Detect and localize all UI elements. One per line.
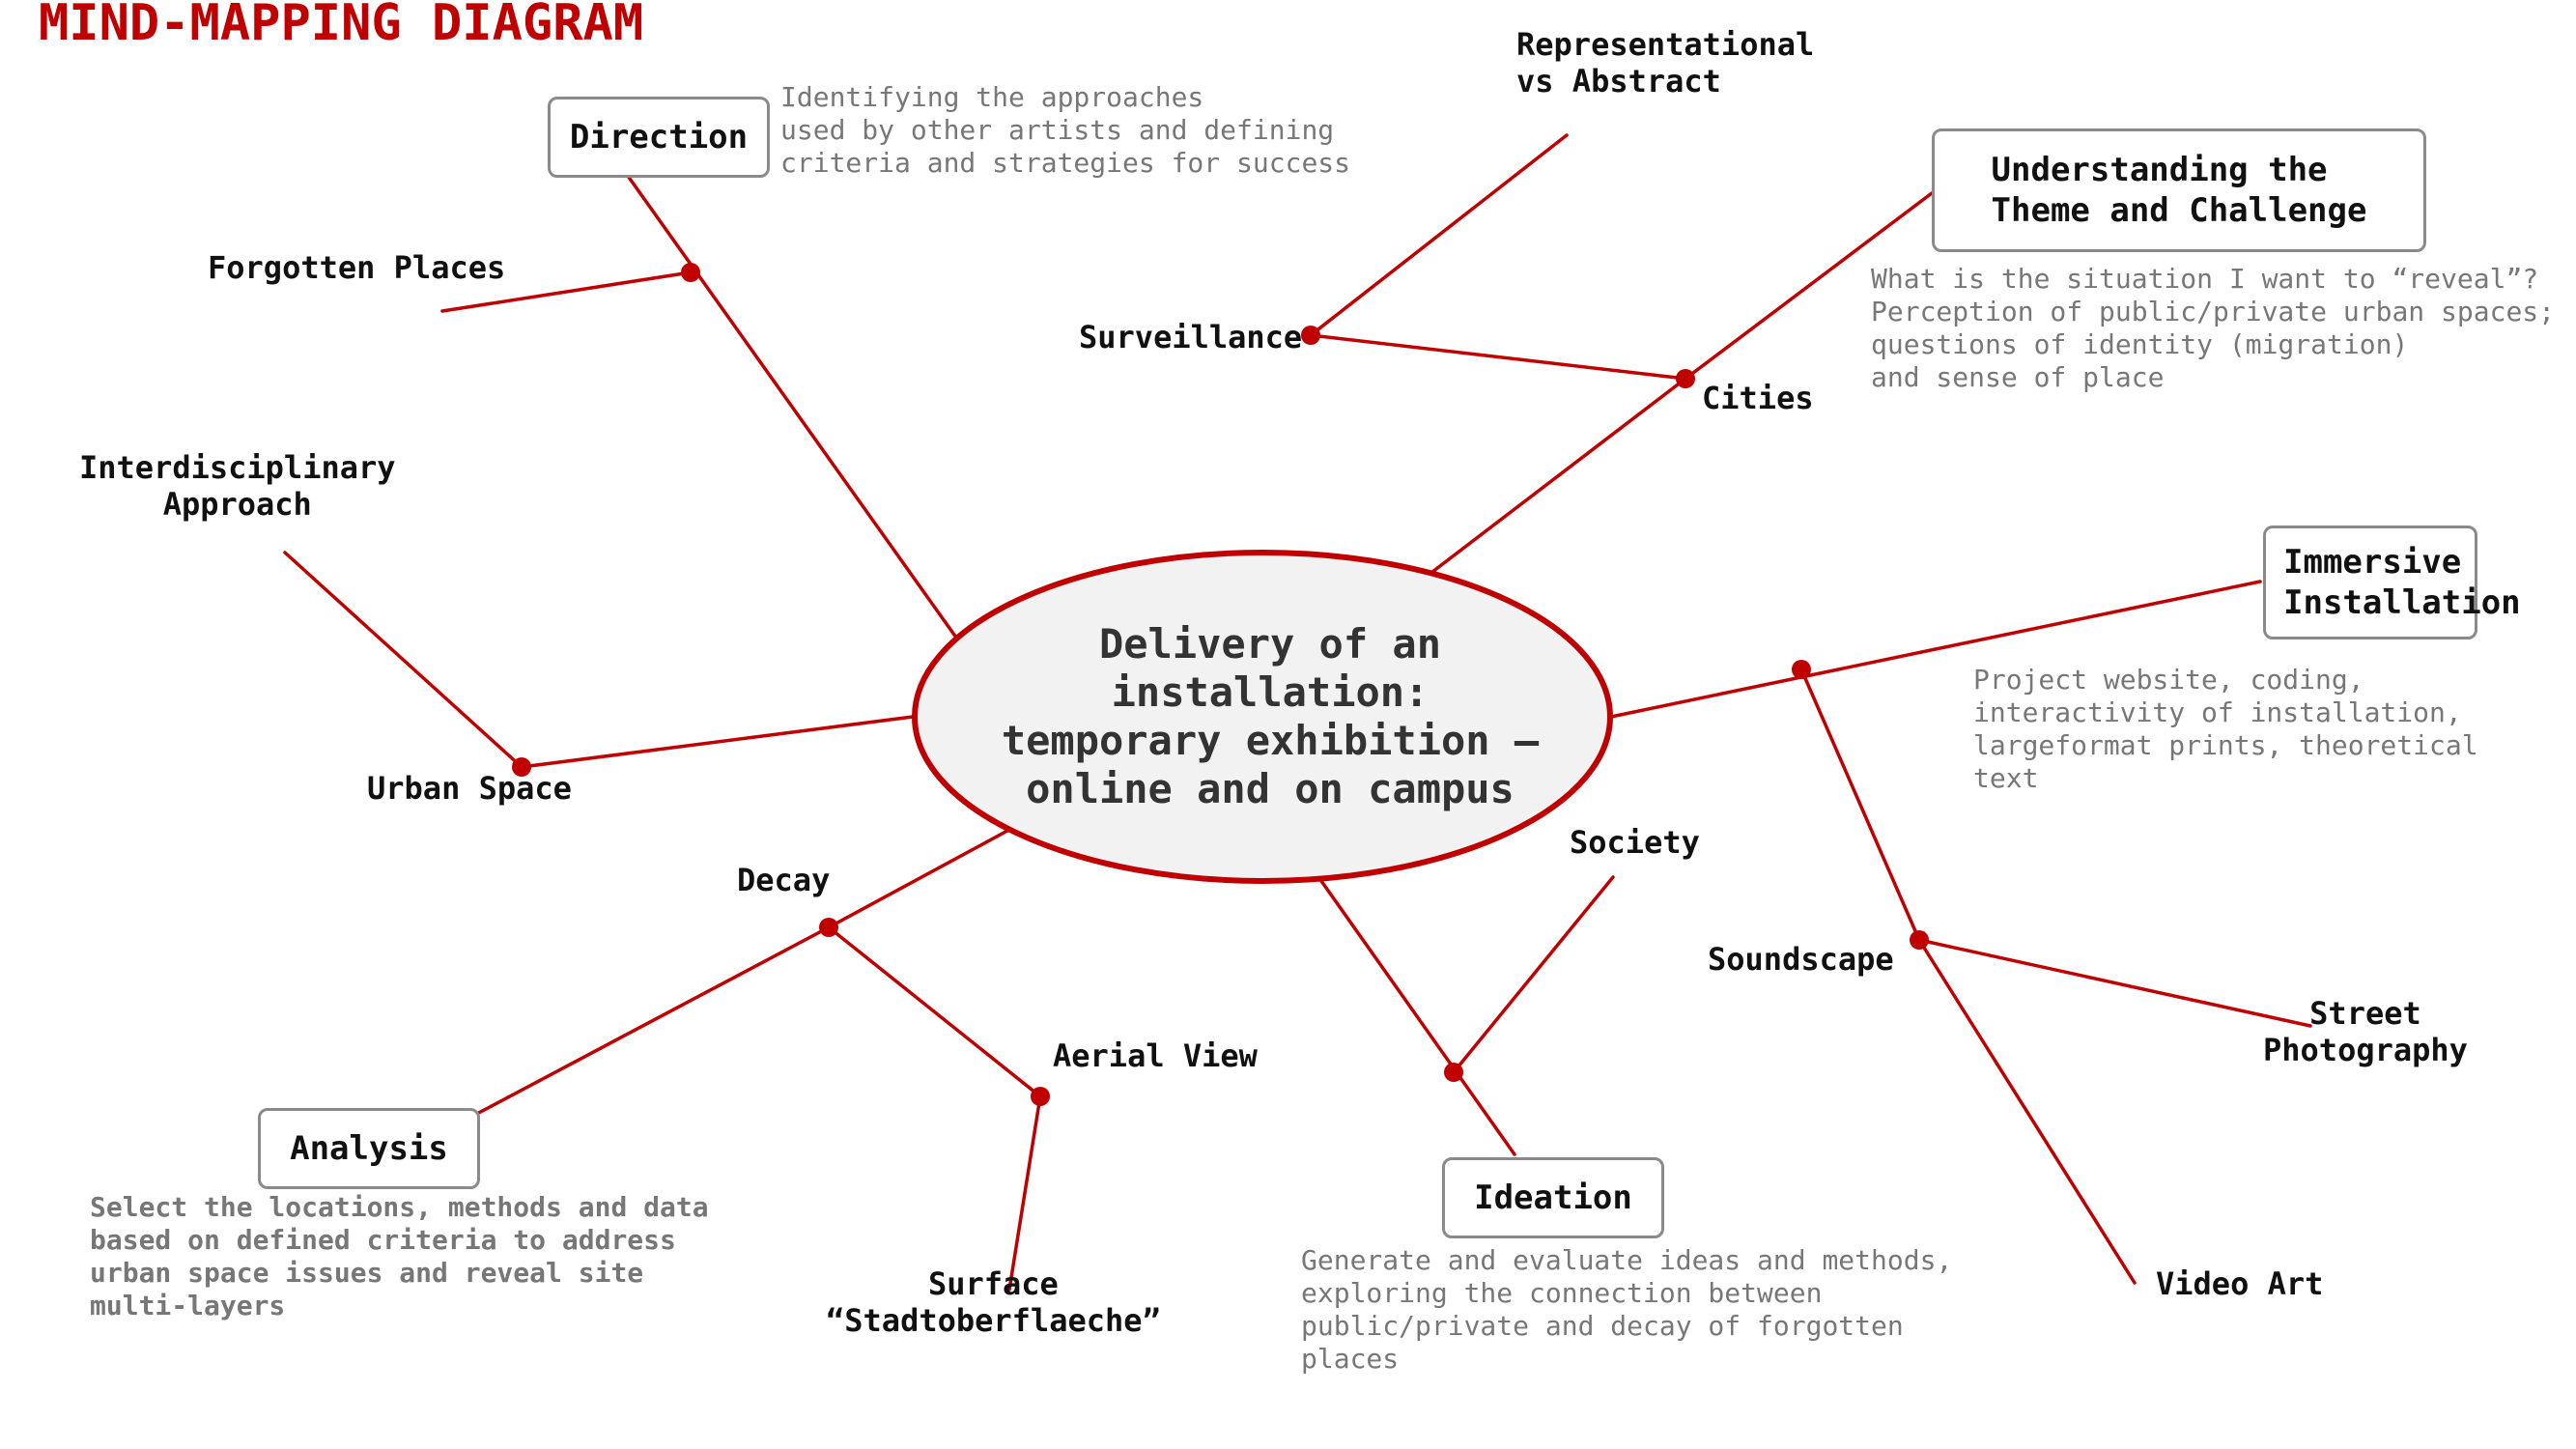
link-society [1452,875,1615,1074]
link-cities-understanding [1684,191,1934,381]
center-node [912,550,1613,884]
link-center-urban-space [520,715,915,769]
link-center-decay [827,829,1009,929]
immersive-description: Project website, coding, interactivity o… [1973,664,2478,794]
link-representational [1309,133,1569,337]
link-cities-surveillance [1309,333,1687,381]
diagram-title: MIND-MAPPING DIAGRAM [39,0,644,52]
label-aerial-view: Aerial View [1053,1037,1258,1074]
analysis-box: Analysis [258,1108,480,1189]
link-center-ideation [1319,879,1516,1156]
label-interdisciplinary-approach: Interdisciplinary Approach [79,449,396,523]
direction-description: Identifying the approaches used by other… [780,81,1351,179]
understanding-description: What is the situation I want to “reveal”… [1871,263,2556,393]
ideation-description: Generate and evaluate ideas and methods,… [1301,1244,1953,1375]
link-video-art [1917,938,2137,1285]
link-surface [1007,1094,1042,1292]
junction-dot [1910,930,1929,950]
label-decay: Decay [737,862,831,898]
junction-dot [1792,660,1811,679]
direction-box: Direction [548,97,770,178]
junction-dot [1444,1063,1463,1082]
label-surveillance: Surveillance [1079,319,1303,355]
immersive-installation-box: Immersive Installation [2263,526,2521,639]
analysis-description: Select the locations, methods and data b… [90,1191,709,1321]
label-society: Society [1570,824,1700,861]
junction-dot [1031,1087,1050,1106]
junction-dot [1301,326,1320,345]
label-video-art: Video Art [2156,1265,2324,1302]
link-center-direction [616,160,958,639]
link-forgotten-places [440,270,693,313]
label-forgotten-places: Forgotten Places [208,249,506,286]
ideation-box: Ideation [1442,1157,1664,1238]
link-interdisciplinary [283,551,524,769]
label-cities: Cities [1702,380,1814,416]
junction-dot [819,918,838,937]
link-decay-aerial [827,925,1042,1098]
junction-dot [512,757,531,777]
label-urban-space: Urban Space [367,770,572,807]
link-center-immersive [1609,580,2262,719]
link-decay-analysis [471,925,831,1118]
understanding-box: Understanding the Theme and Challenge [1932,128,2426,252]
link-street-photography [1917,938,2312,1028]
link-soundscape [1799,668,1921,942]
link-center-cities [1430,377,1687,574]
junction-dot [681,263,700,282]
label-street-photography: Street Photography [2263,995,2468,1068]
junction-dot [1676,369,1695,388]
label-representational-vs-abstract: Representational vs Abstract [1516,26,1815,99]
center-node-label: Delivery of an installation: temporary e… [1001,620,1540,812]
label-surface-stadtoberflaeche: Surface “Stadtoberflaeche” [826,1265,1161,1339]
label-soundscape: Soundscape [1708,941,1894,978]
